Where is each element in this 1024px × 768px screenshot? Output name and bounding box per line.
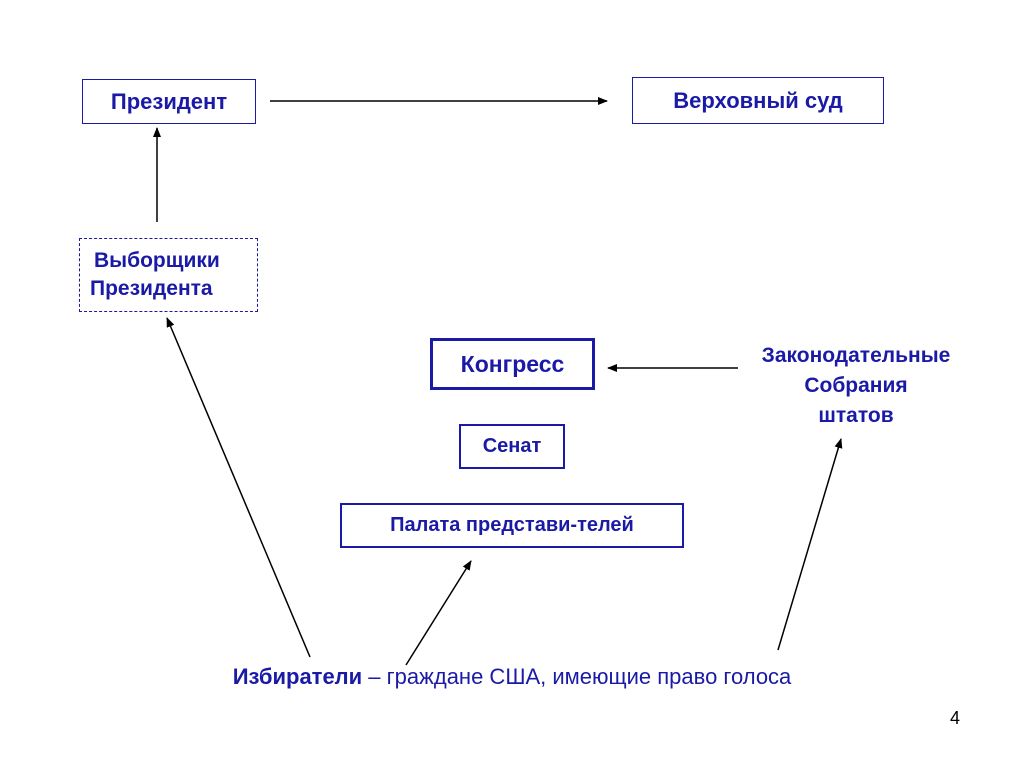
president-label: Президент xyxy=(110,88,228,114)
house-label: Палата представи-телей xyxy=(390,514,634,536)
president-box: Президент xyxy=(82,79,256,124)
arrow-voters-to-states xyxy=(777,438,843,651)
state-legislatures: Законодательные Собрания штатов xyxy=(736,340,976,432)
arrow-voters-to-electors xyxy=(166,317,311,658)
congress-box: Конгресс xyxy=(430,338,595,390)
electors-label-line2: Президента xyxy=(90,277,213,300)
senate-label: Сенат xyxy=(482,435,542,457)
supreme-court-box: Верховный суд xyxy=(632,77,884,124)
page-number: 4 xyxy=(950,708,961,728)
senate-box: Сенат xyxy=(459,424,565,469)
electors-label-line1: Выборщики xyxy=(94,249,220,272)
house-box: Палата представи-телей xyxy=(340,503,684,548)
supreme-court-label: Верховный суд xyxy=(673,87,843,113)
voters-caption-bold: Избиратели xyxy=(232,664,363,689)
voters-caption: Избиратели – граждане США, имеющие право… xyxy=(0,664,1024,690)
state-legislatures-line3: штатов xyxy=(818,404,894,427)
voters-caption-rest: – граждане США, имеющие право голоса xyxy=(362,664,792,689)
congress-label: Конгресс xyxy=(460,350,565,377)
state-legislatures-line1: Законодательные xyxy=(761,344,951,367)
electors-box: Выборщики Президента xyxy=(79,238,258,312)
arrow-voters-to-house xyxy=(405,560,472,666)
state-legislatures-line2: Собрания xyxy=(804,374,908,397)
